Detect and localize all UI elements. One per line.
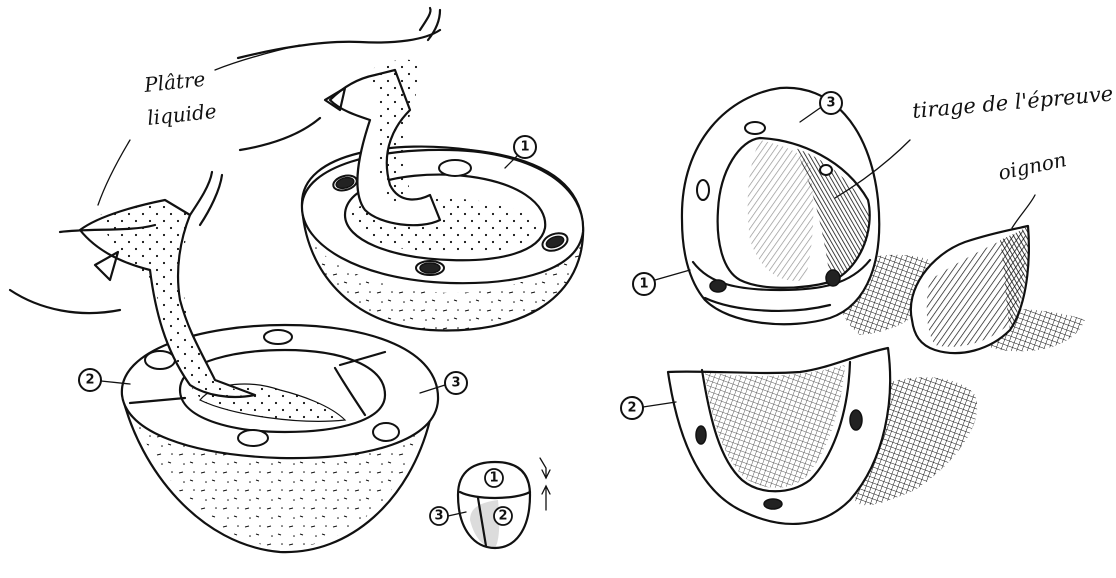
label-platre-line1: Plâtre [142,67,206,97]
marker-1-right-text: 1 [639,277,648,292]
mould-lower-2-3 [122,325,438,552]
marker-1-upper-text: 1 [520,140,529,155]
platre-liquide-label: Plâtre liquide [98,45,300,205]
marker-3-right-text: 3 [826,96,835,111]
mini-marker-3: 3 [434,509,443,524]
marker-3-lower-text: 3 [451,376,460,391]
onion-drawing [911,226,1085,353]
marker-2-right: 2 [621,397,676,419]
mini-marker-2: 2 [498,509,507,524]
mould-half-1-pouring [302,147,583,331]
marker-1-right: 1 [633,270,690,295]
label-oignon: oignon [996,147,1069,185]
mini-marker-1: 1 [489,471,498,486]
marker-2-lower-text: 2 [85,373,94,388]
label-platre-line2: liquide [146,99,218,130]
assembled-mould-icon: 1 2 3 [430,458,550,548]
tirage-label: tirage de l'épreuve [835,82,1114,198]
label-tirage: tirage de l'épreuve [911,82,1114,123]
marker-2-right-text: 2 [627,401,636,416]
mould-half-2-open [668,348,977,524]
oignon-label: oignon [996,147,1069,228]
mould-with-cast [682,88,934,335]
